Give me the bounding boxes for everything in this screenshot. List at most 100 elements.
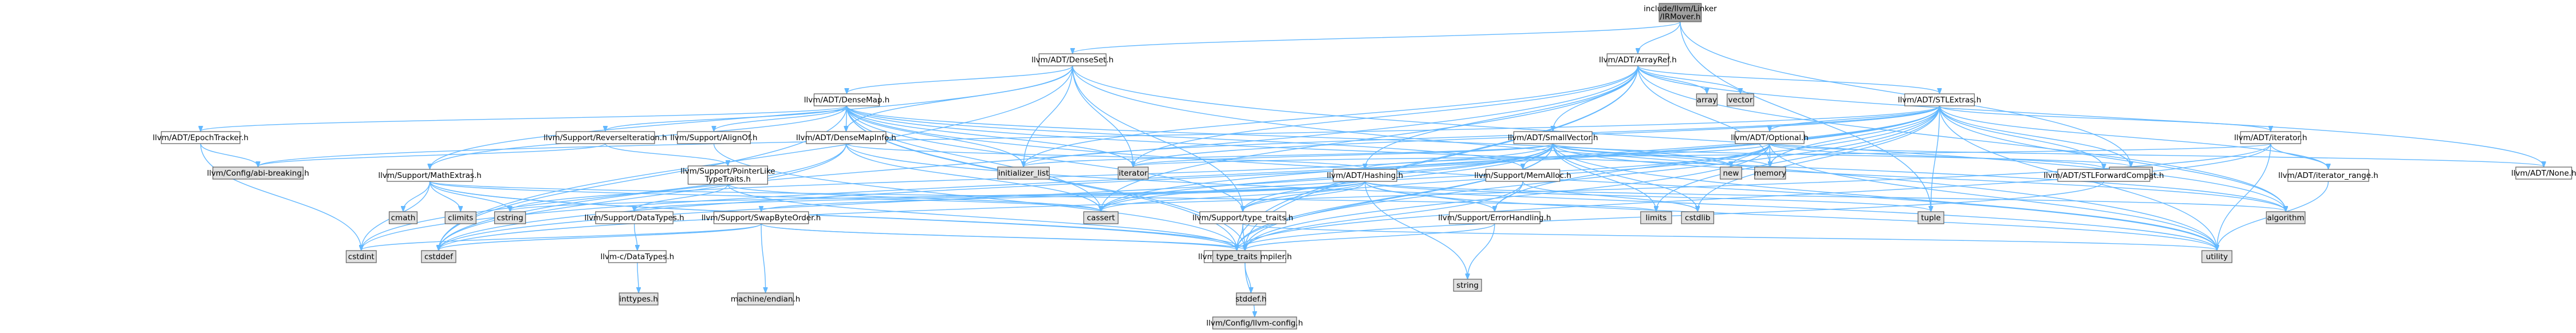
- node-label: llvm/Support/MathExtras.h: [378, 171, 481, 180]
- node-box: [1117, 166, 1149, 180]
- edge-hashing-to-cassert: [1101, 181, 1366, 211]
- edge-pointerliketypetraits-to-datatypes: [635, 184, 728, 211]
- node-reverseiteration[interactable]: llvm/Support/ReverseIteration.h: [543, 131, 667, 144]
- node-box: [806, 131, 887, 144]
- edge-densemap-to-alignof: [714, 105, 848, 131]
- edge-densemap-to-memalloc: [846, 105, 1523, 169]
- node-stlextras[interactable]: llvm/ADT/STLExtras.h: [1898, 93, 1981, 106]
- edge-arrayref-to-stlextras: [1637, 65, 1940, 93]
- node-box: [2057, 169, 2150, 182]
- edge-hashing-to-datatypes: [635, 181, 1366, 211]
- edge-arrayref-to-none: [1637, 65, 2544, 166]
- node-type_traits_h[interactable]: llvm/Support/type_traits.h: [1192, 211, 1293, 224]
- edge-mathextras-to-cassert: [429, 181, 1101, 211]
- node-box: [1083, 211, 1119, 224]
- node-epochtracker[interactable]: llvm/ADT/EpochTracker.h: [153, 131, 249, 144]
- node-mathextras[interactable]: llvm/Support/MathExtras.h: [378, 169, 482, 182]
- node-densemapinfo[interactable]: llvm/ADT/DenseMapInfo.h: [796, 131, 896, 144]
- node-datatypes[interactable]: llvm/Support/DataTypes.h: [584, 211, 684, 224]
- node-box: [1453, 279, 1482, 292]
- node-memalloc[interactable]: llvm/Support/MemAlloc.h: [1474, 169, 1571, 182]
- node-cstring: cstring: [494, 211, 526, 224]
- node-label: inttypes.h: [619, 295, 658, 304]
- node-label: type_traits: [1216, 252, 1258, 261]
- node-box: [677, 131, 751, 144]
- edge-type_traits_h-to-utility: [1242, 223, 2217, 250]
- node-label: cstdlib: [1685, 213, 1710, 223]
- node-llvm_config: llvm/Config/llvm-config.h: [1206, 316, 1303, 330]
- node-label: llvm/ADT/DenseMap.h: [804, 96, 890, 105]
- edge-reverseiteration-to-pointerliketypetraits: [605, 143, 728, 165]
- node-root[interactable]: include/llvm/Linker/IRMover.h: [1644, 3, 1717, 22]
- edge-hashing-to-cstring: [510, 181, 1366, 211]
- node-label: include/llvm/Linker: [1644, 5, 1717, 14]
- node-label: string: [1456, 281, 1479, 290]
- edge-smallvector-to-type_traits: [1237, 143, 1554, 250]
- node-box: [444, 211, 476, 224]
- node-array: array: [1696, 93, 1718, 106]
- node-arrayref[interactable]: llvm/ADT/ArrayRef.h: [1599, 53, 1677, 66]
- node-box: [1333, 169, 1397, 182]
- edge-hashing-to-type_traits_h: [1243, 181, 1366, 211]
- edge-smallvector-to-type_traits_h: [1243, 143, 1554, 211]
- node-swapbyteorder[interactable]: llvm/Support/SwapByteOrder.h: [702, 211, 821, 224]
- node-c_datatypes[interactable]: llvm-c/DataTypes.h: [601, 250, 675, 263]
- edge-root-to-arrayref: [1638, 21, 1681, 53]
- node-smallvector[interactable]: llvm/ADT/SmallVector.h: [1508, 131, 1598, 144]
- node-box: [494, 211, 526, 224]
- node-none[interactable]: llvm/ADT/None.h: [2511, 166, 2576, 180]
- node-label: TypeTraits.h: [704, 175, 751, 184]
- edge-smallvector-to-iterator: [1133, 143, 1554, 166]
- edge-denseset-to-densemap: [847, 65, 1073, 93]
- edge-arrayref-to-vector: [1637, 65, 1740, 93]
- edge-adt_iterator-to-cstddef: [439, 143, 2271, 250]
- edge-optional-to-new: [1731, 143, 1770, 166]
- edge-errorhandling-to-compiler: [1245, 223, 1495, 250]
- node-optional[interactable]: llvm/ADT/Optional.h: [1731, 131, 1809, 144]
- node-tuple: tuple: [1917, 211, 1944, 224]
- node-box: [1236, 292, 1266, 306]
- node-label: llvm/Support/type_traits.h: [1192, 213, 1293, 223]
- node-box: [1735, 131, 1805, 144]
- edge-hashing-to-algorithm: [1364, 181, 2286, 211]
- node-stlforwardcompat[interactable]: llvm/ADT/STLForwardCompat.h: [2043, 169, 2164, 182]
- node-label: array: [1697, 96, 1717, 105]
- edge-swapbyteorder-to-cstddef: [439, 223, 762, 250]
- edge-arrayref-to-iterator: [1133, 65, 1638, 166]
- edge-smallvector-to-cstdlib: [1552, 143, 1698, 211]
- node-box: [1606, 53, 1669, 66]
- node-label: llvm/Support/PointerLike: [680, 167, 775, 176]
- edge-densemapinfo-to-utility: [845, 143, 2217, 250]
- node-adt_iterator[interactable]: llvm/ADT/iterator.h: [2234, 131, 2307, 144]
- node-label: llvm/ADT/DenseSet.h: [1031, 56, 1113, 65]
- edge-densemap-to-epochtracker: [200, 105, 848, 131]
- node-hashing[interactable]: llvm/ADT/Hashing.h: [1327, 169, 1403, 182]
- edge-smallvector-to-cstddef: [439, 143, 1554, 250]
- node-box: [1513, 131, 1593, 144]
- node-box: [997, 166, 1050, 180]
- edge-smallvector-to-limits: [1552, 143, 1656, 211]
- node-box: [421, 250, 456, 263]
- node-box: [608, 250, 667, 263]
- node-densemap[interactable]: llvm/ADT/DenseMap.h: [804, 93, 890, 106]
- edge-arrayref-to-cassert: [1101, 65, 1638, 211]
- edge-smallvector-to-cassert: [1101, 143, 1554, 211]
- edge-densemapinfo-to-hashing: [845, 143, 1365, 169]
- edge-errorhandling-to-string: [1468, 223, 1495, 279]
- edge-root-to-tuple: [1680, 21, 1931, 211]
- edge-smallvector-to-memory: [1552, 143, 1770, 166]
- edge-adt_iterator-to-utility: [2217, 143, 2271, 250]
- node-alignof[interactable]: llvm/Support/AlignOf.h: [670, 131, 758, 144]
- node-label: llvm/ADT/ArrayRef.h: [1599, 56, 1677, 65]
- node-errorhandling[interactable]: llvm/Support/ErrorHandling.h: [1438, 211, 1551, 224]
- node-label: iterator: [1119, 169, 1148, 178]
- node-denseset[interactable]: llvm/ADT/DenseSet.h: [1031, 53, 1113, 66]
- node-label: llvm/Support/ErrorHandling.h: [1438, 213, 1551, 223]
- edge-compiler-to-llvm_config: [1244, 262, 1255, 316]
- node-label: llvm/ADT/Hashing.h: [1327, 171, 1403, 180]
- nodes-layer: include/llvm/Linker/IRMover.h llvm/ADT/De…: [153, 3, 2576, 330]
- edge-stlextras-to-algorithm: [1939, 105, 2286, 211]
- node-label: llvm/ADT/STLForwardCompat.h: [2043, 171, 2164, 180]
- node-iterator_range[interactable]: llvm/ADT/iterator_range.h: [2278, 169, 2378, 182]
